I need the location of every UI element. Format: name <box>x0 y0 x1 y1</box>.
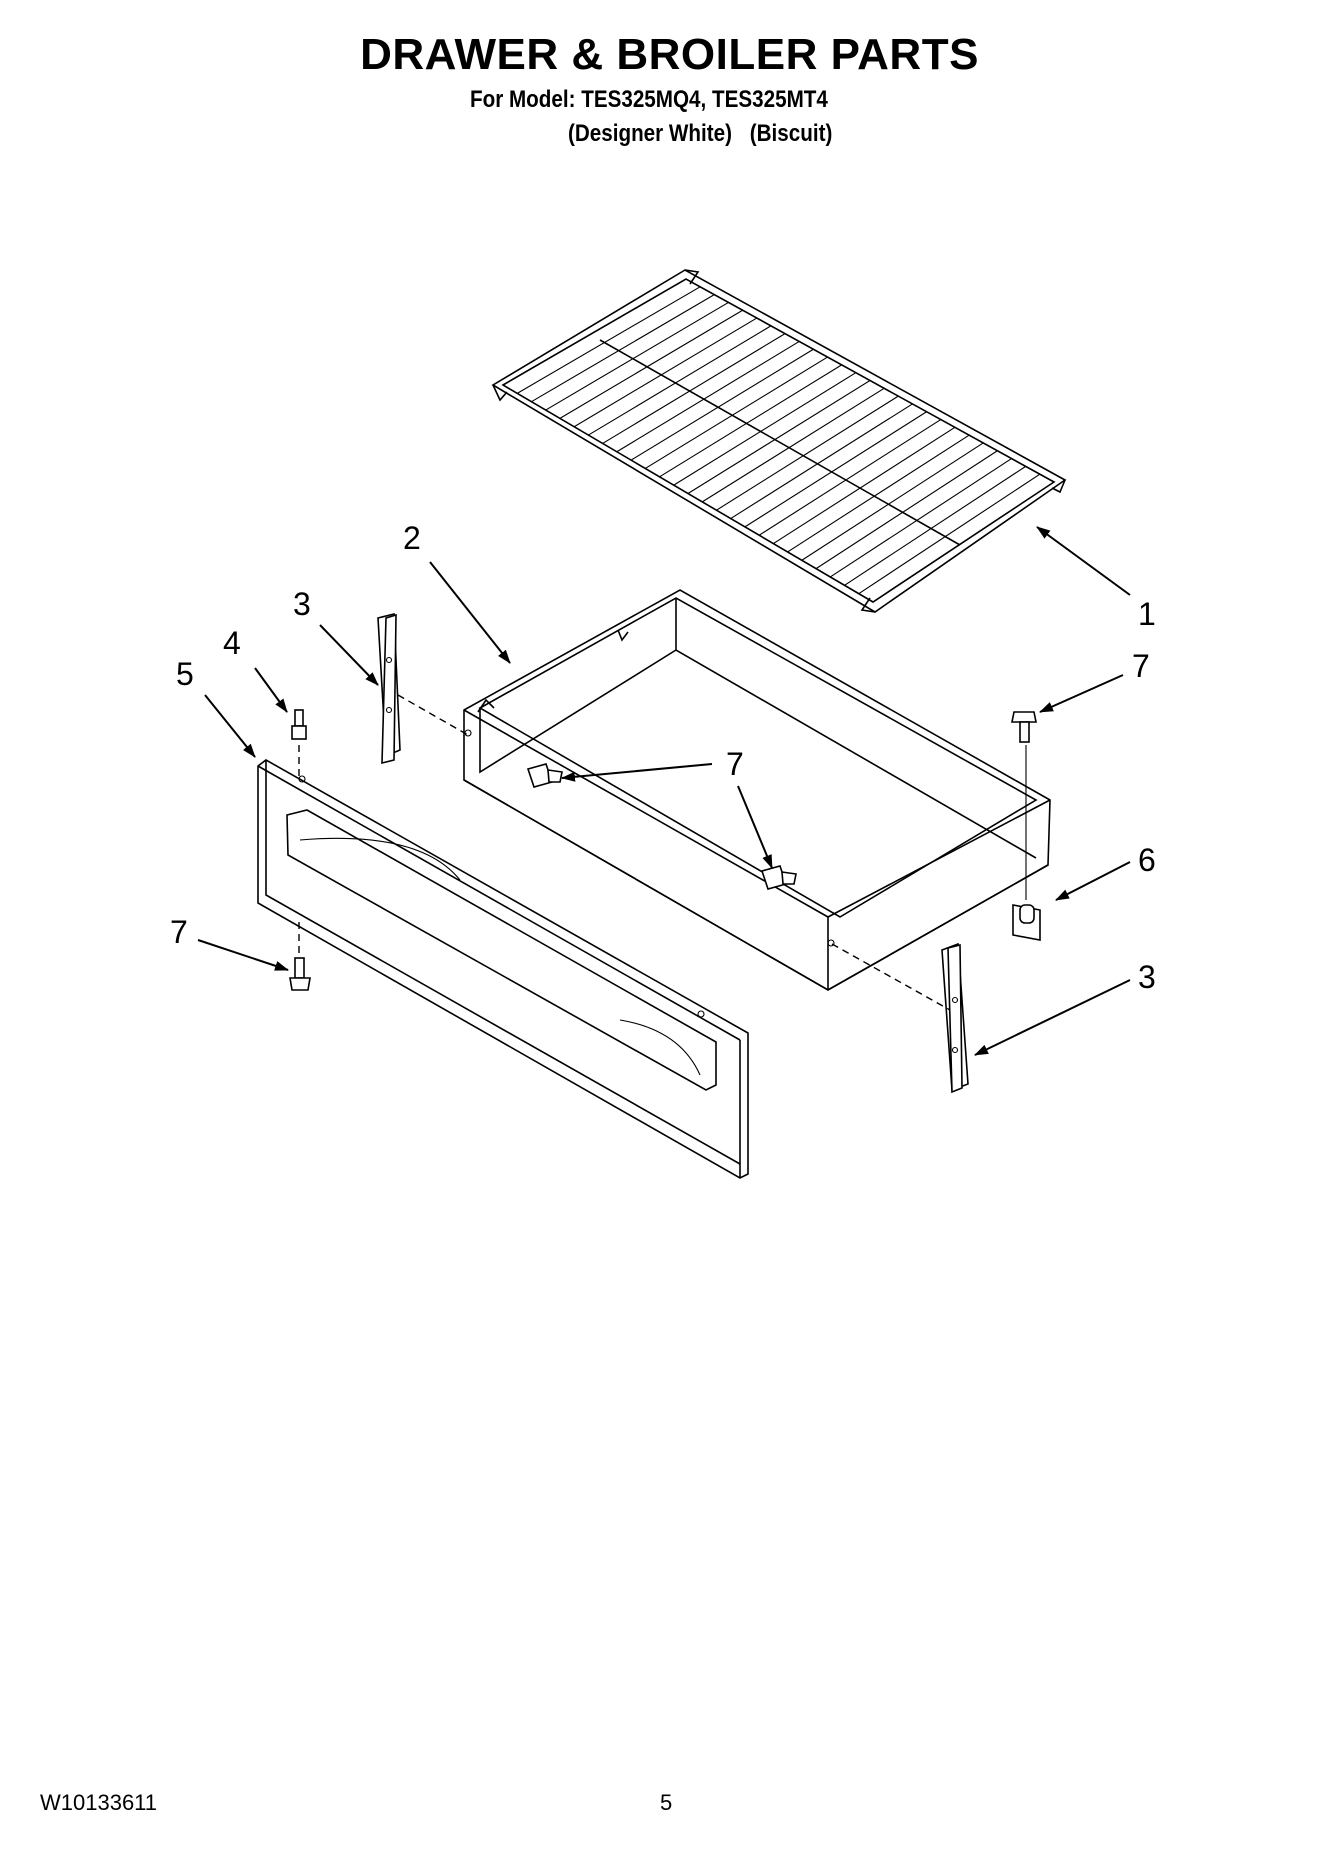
grid-slat <box>516 286 701 394</box>
grid-slat <box>545 301 729 411</box>
grid-slat <box>687 380 871 494</box>
grid-slat <box>744 411 927 528</box>
grid-slat <box>531 294 715 403</box>
svg-text:1: 1 <box>1138 596 1156 632</box>
page-number: 5 <box>660 1790 673 1815</box>
stud-part <box>291 709 307 778</box>
grid-slat <box>616 340 800 453</box>
screw-right-top-part <box>1011 711 1037 743</box>
grid-slat <box>659 364 842 478</box>
grid-slat <box>673 372 857 486</box>
grid-slat <box>758 419 942 536</box>
grid-slat <box>645 356 828 469</box>
broiler-grid-part <box>491 269 1067 613</box>
callout-1: 1 <box>1036 526 1156 632</box>
model-variants: (Designer White) (Biscuit) <box>568 120 832 148</box>
grid-slat <box>830 458 1012 578</box>
grid-slat <box>730 403 913 520</box>
assembly-line-left <box>397 694 469 736</box>
callout-7-right-top: 7 <box>1039 648 1150 713</box>
slide-right-part <box>941 942 969 1094</box>
clip-part <box>1012 745 1041 941</box>
assembly-line-right <box>831 943 951 1011</box>
screw-low-center-part <box>760 865 797 890</box>
svg-text:5: 5 <box>176 656 194 692</box>
slide-left-part <box>377 612 401 765</box>
grid-slat <box>773 426 956 545</box>
grid-slat <box>716 395 899 511</box>
svg-text:7: 7 <box>1132 648 1150 684</box>
callout-7-center: 7 <box>561 746 773 869</box>
callout-2: 2 <box>403 520 511 664</box>
grid-slat <box>559 309 743 419</box>
document-number: W10133611 <box>40 1790 158 1815</box>
grid-slat <box>573 317 758 428</box>
callout-3-left: 3 <box>293 586 379 686</box>
grid-slat <box>815 450 998 570</box>
callout-3-right: 3 <box>974 959 1156 1056</box>
grid-slat <box>701 387 885 503</box>
svg-text:2: 2 <box>403 520 421 556</box>
svg-text:4: 4 <box>223 625 241 661</box>
grid-slat <box>858 473 1041 595</box>
variant-biscuit: (Biscuit) <box>749 120 833 147</box>
grid-slat <box>602 333 786 444</box>
svg-text:7: 7 <box>726 746 744 782</box>
page-title: DRAWER & BROILER PARTS <box>360 30 979 79</box>
svg-text:3: 3 <box>1138 959 1156 995</box>
grid-slat <box>787 434 970 553</box>
screw-bottom-left-part <box>289 922 311 991</box>
grid-slat <box>630 348 814 461</box>
callout-6: 6 <box>1055 842 1156 901</box>
drawer-front-part <box>257 759 749 1179</box>
model-line: For Model: TES325MQ4, TES325MT4 <box>470 86 828 113</box>
callout-4: 4 <box>223 625 288 713</box>
screw-center-part <box>526 763 563 788</box>
svg-text:3: 3 <box>293 586 311 622</box>
drawer-pan-part <box>463 589 1051 991</box>
svg-text:7: 7 <box>170 914 188 950</box>
grid-slat <box>844 465 1026 586</box>
callout-5: 5 <box>176 656 256 758</box>
variant-designer-white: (Designer White) <box>568 120 732 147</box>
grid-slat <box>588 325 772 436</box>
svg-text:6: 6 <box>1138 842 1156 878</box>
grid-slat <box>801 442 984 561</box>
callout-7-bottom-left: 7 <box>170 914 289 971</box>
